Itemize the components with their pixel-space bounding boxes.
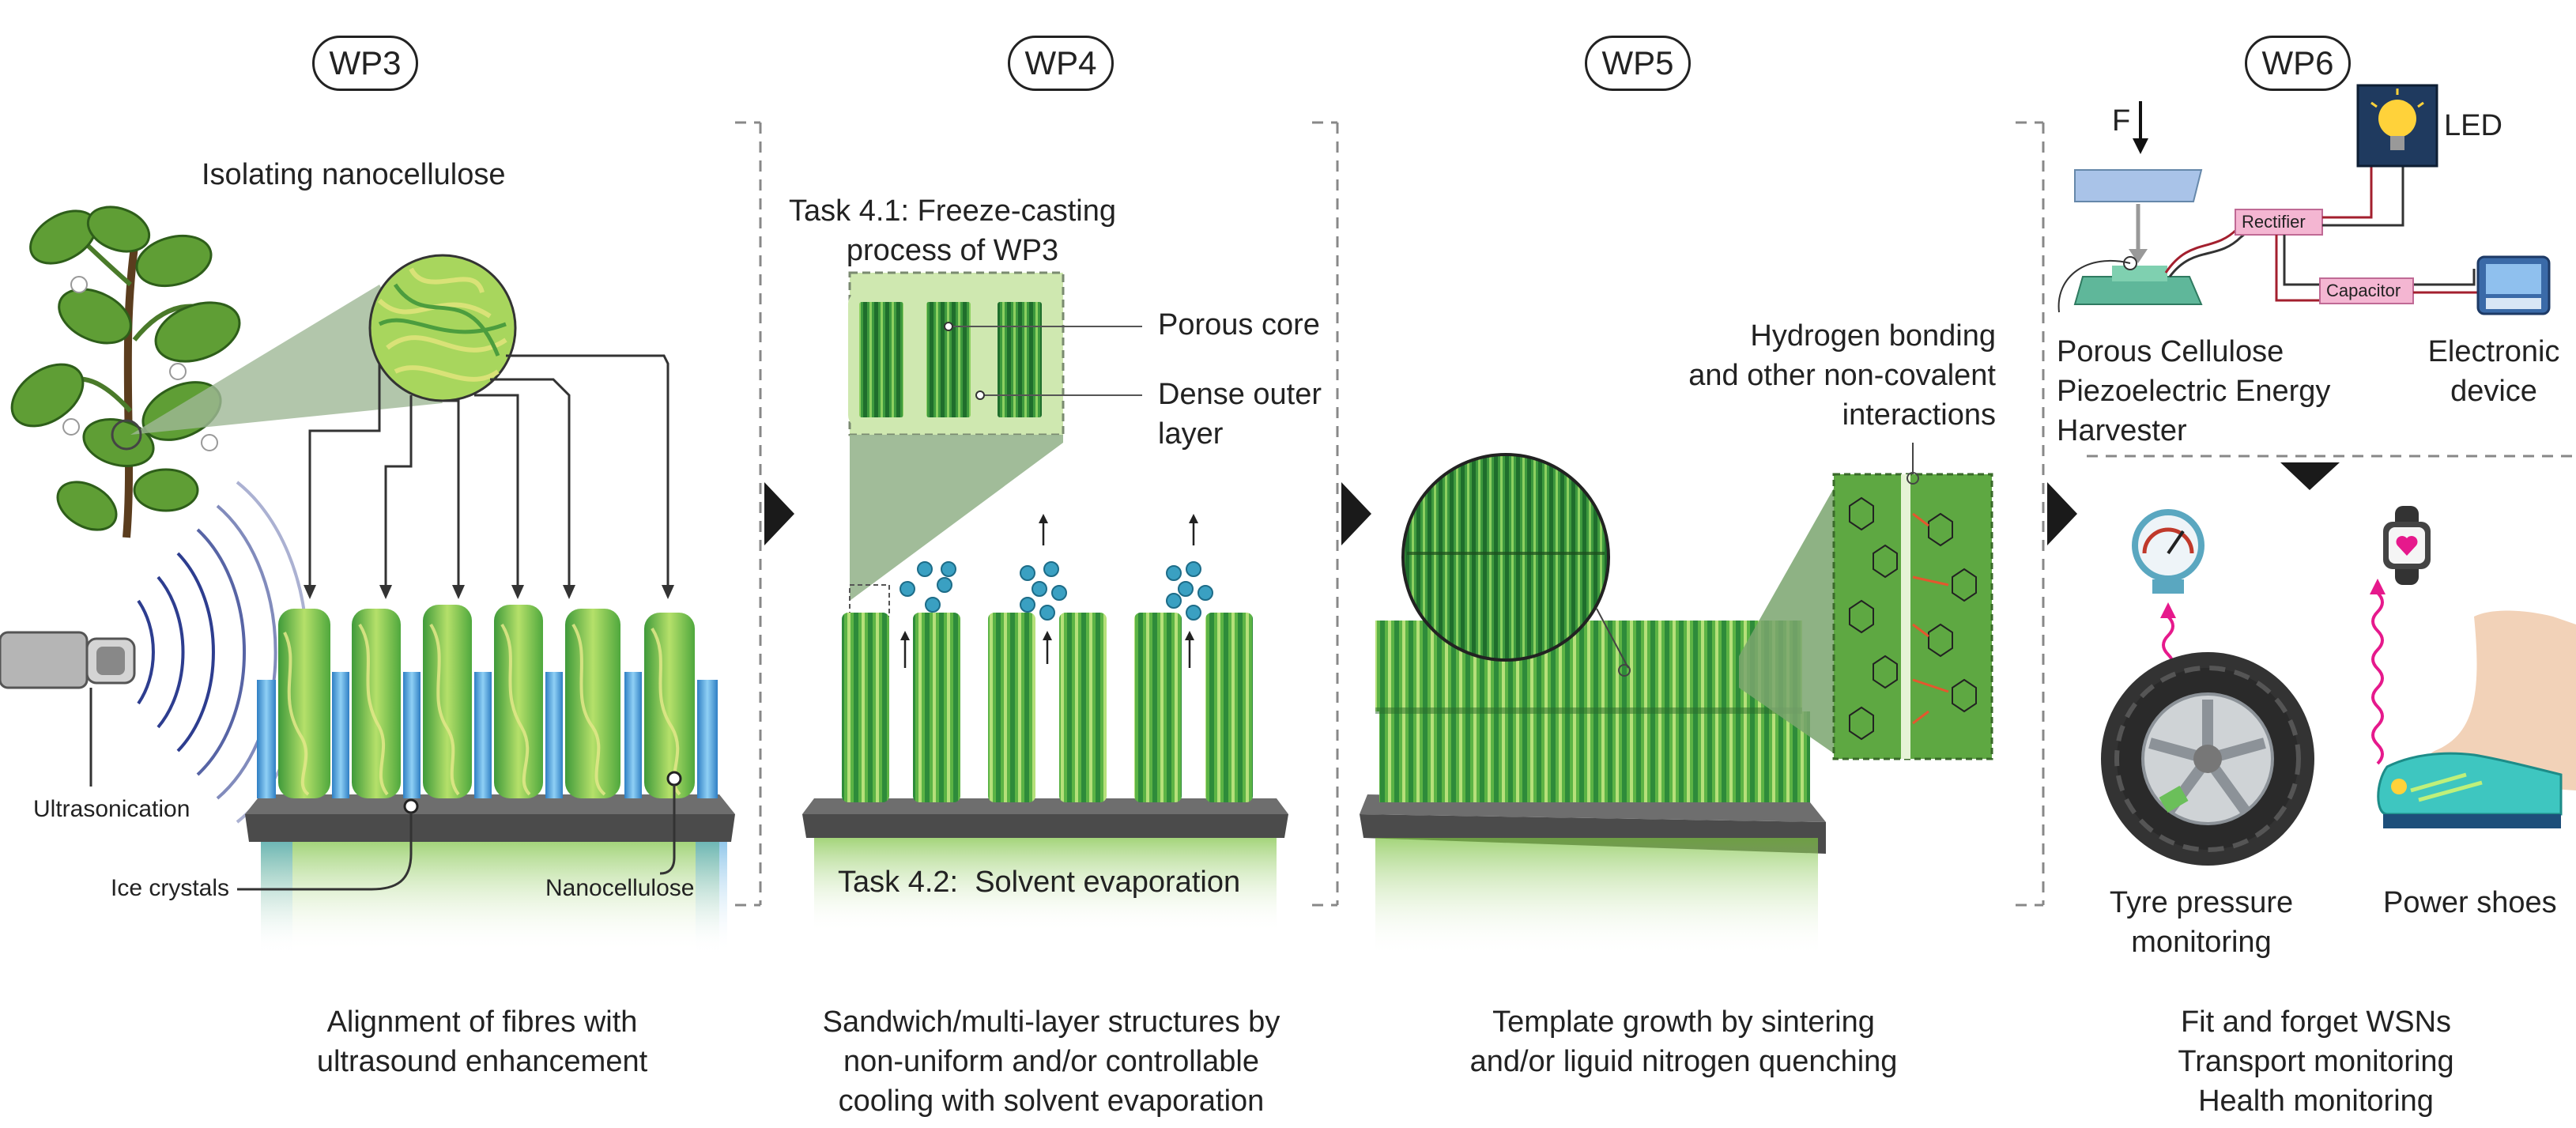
hb-line3: interactions [1842,398,1996,432]
wp3-badge: WP3 [312,36,418,91]
tyre-line2: monitoring [2131,926,2272,959]
wp5-zoom-circle [1401,453,1610,662]
tyre-icon [2101,652,2314,866]
wp4-graphics [802,271,1288,933]
device-line2: device [2450,375,2537,408]
dense-outer-layer-label: Dense outer layer [1158,375,1322,454]
led-label: LED [2444,109,2502,142]
harvester-line2: Piezoelectric Energy [2057,375,2331,408]
wp3-graphics [0,206,735,953]
pressure-gauge-icon [2132,509,2204,582]
zoom-cone [130,285,443,435]
capacitor-label: Capacitor [2326,281,2401,300]
harvester-line3: Harvester [2057,414,2187,447]
tyre-line1: Tyre pressure [2109,886,2294,919]
dense-line2: layer [1158,417,1224,451]
wp3-caption: Alignment of fibres with ultrasound enha… [237,1002,727,1081]
rectifier-box [2235,209,2323,236]
wp3-caption-line1: Alignment of fibres with [326,1005,638,1039]
nanocellulose-pillars [278,605,695,798]
porous-core-label: Porous core [1158,308,1320,341]
wp5-caption-line2: and/or liguid nitrogen quenching [1469,1045,1898,1078]
hb-line2: and other non-covalent [1688,359,1996,392]
smartwatch-icon [2383,506,2431,585]
force-label: F [2112,104,2131,138]
wp4-rods [842,613,1253,802]
hb-line1: Hydrogen bonding [1750,319,1996,353]
task41-label: Task 4.1: Freeze-casting process of WP3 [779,191,1126,270]
hydrogen-bonding-label: Hydrogen bonding and other non-covalent … [1644,316,1996,435]
hydrogen-bond-inset [1832,473,1993,760]
task41-line1: Task 4.1: Freeze-casting [789,194,1116,228]
power-shoes-label: Power shoes [2383,886,2557,919]
shoe-icon [2377,610,2576,828]
rectifier-label: Rectifier [2242,212,2306,232]
wp5-caption: Template growth by sintering and/or ligu… [1439,1002,1929,1081]
wp4-caption-line2: non-uniform and/or controllable [843,1045,1259,1078]
wp3-title: Isolating nanocellulose [202,158,506,191]
wp6-caption-line1: Fit and forget WSNs [2180,1005,2452,1039]
dense-line1: Dense outer [1158,378,1322,411]
wp4-caption: Sandwich/multi-layer structures by non-u… [779,1002,1324,1121]
wp5-badge: WP5 [1585,36,1691,91]
wp4-caption-line1: Sandwich/multi-layer structures by [822,1005,1280,1039]
ultrasonic-probe [0,631,136,689]
harvester-label: Porous Cellulose Piezoelectric Energy Ha… [2057,332,2330,451]
wp5-caption-line1: Template growth by sintering [1492,1005,1875,1039]
wp5-graphics [1360,443,1993,956]
harvester-line1: Porous Cellulose [2057,335,2284,368]
wp6-caption: Fit and forget WSNs Transport monitoring… [2118,1002,2514,1121]
wp4-badge: WP4 [1008,36,1114,91]
wp4-caption-line3: cooling with solvent evaporation [838,1085,1265,1118]
device-line1: Electronic [2427,335,2560,368]
ultrasonication-label: Ultrasonication [33,796,190,822]
tyre-pressure-label: Tyre pressure monitoring [2071,883,2332,962]
capacitor-box [2319,277,2414,304]
ice-crystals [257,672,718,798]
wp6-caption-line2: Transport monitoring [2178,1045,2454,1078]
task42-label: Task 4.2: Solvent evaporation [838,866,1241,899]
wp6-graphics [2057,84,2576,866]
nanocellulose-label: Nanocellulose [545,875,695,901]
ice-crystals-label: Ice crystals [111,875,230,901]
wp6-badge: WP6 [2245,36,2351,91]
section-separators [735,121,2077,907]
plant-illustration [10,206,241,538]
wp3-caption-line2: ultrasound enhancement [316,1045,648,1078]
wp6-caption-line3: Health monitoring [2198,1085,2434,1118]
solvent-molecules [900,561,1213,621]
electronic-device-label: Electronic device [2411,332,2576,411]
task41-line2: process of WP3 [846,234,1059,267]
